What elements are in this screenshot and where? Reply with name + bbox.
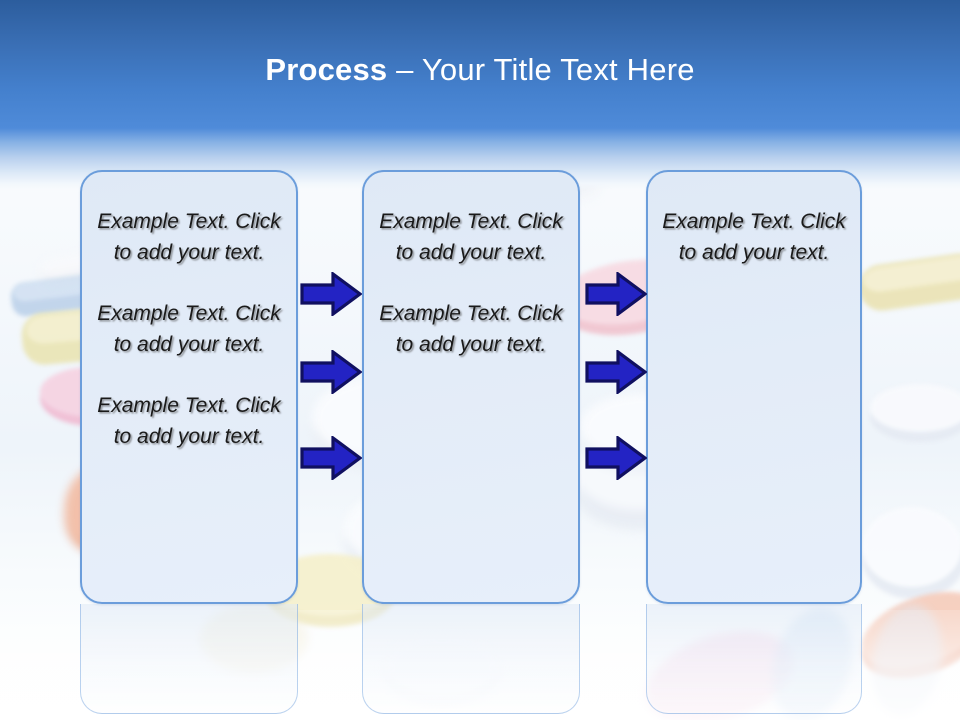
arrow-right-icon — [585, 436, 647, 480]
pill-white-round-right — [862, 507, 960, 599]
process-box-2[interactable]: Example Text. Click to add your text. Ex… — [362, 170, 580, 604]
pill-white-oval-right — [870, 384, 960, 442]
page-title-emphasis: Process — [265, 52, 388, 87]
arrow-1-1[interactable] — [300, 272, 362, 316]
page-title: Process – Your Title Text Here — [0, 51, 960, 89]
box-1-reflection — [80, 604, 298, 714]
arrow-2-1[interactable] — [585, 272, 647, 316]
process-box-1[interactable]: Example Text. Click to add your text. Ex… — [80, 170, 298, 604]
process-box-1-paragraph-3[interactable]: Example Text. Click to add your text. — [97, 394, 281, 448]
process-box-2-paragraph-2[interactable]: Example Text. Click to add your text. — [379, 302, 563, 356]
process-box-2-paragraph-1[interactable]: Example Text. Click to add your text. — [379, 210, 563, 264]
page-title-rest: – Your Title Text Here — [387, 52, 695, 87]
arrow-2-3[interactable] — [585, 436, 647, 480]
arrow-1-3[interactable] — [300, 436, 362, 480]
process-box-3[interactable]: Example Text. Click to add your text. — [646, 170, 862, 604]
arrow-2-2[interactable] — [585, 350, 647, 394]
arrow-right-icon — [585, 272, 647, 316]
arrow-right-icon — [585, 350, 647, 394]
title-banner — [0, 0, 960, 128]
arrow-right-icon — [300, 350, 362, 394]
process-box-3-paragraph-1[interactable]: Example Text. Click to add your text. — [662, 210, 846, 264]
arrow-right-icon — [300, 272, 362, 316]
process-box-1-paragraph-1[interactable]: Example Text. Click to add your text. — [97, 210, 281, 264]
box-2-reflection — [362, 604, 580, 714]
process-box-1-paragraph-2[interactable]: Example Text. Click to add your text. — [97, 302, 281, 356]
arrow-right-icon — [300, 436, 362, 480]
arrow-1-2[interactable] — [300, 350, 362, 394]
pill-yellow-right — [859, 253, 960, 311]
box-3-reflection — [646, 604, 862, 714]
